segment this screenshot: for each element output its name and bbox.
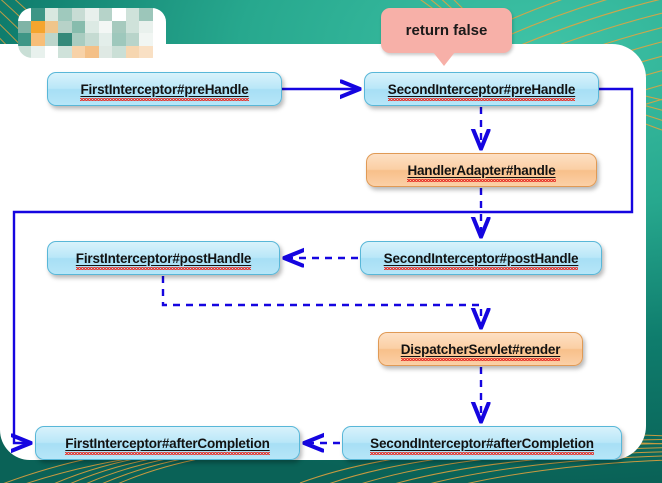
- mosaic-tile: [112, 8, 126, 21]
- mosaic-tile: [18, 33, 32, 46]
- mosaic-tile: [31, 45, 45, 58]
- mosaic-tile: [139, 20, 153, 33]
- node-second-interceptor-prehandle[interactable]: SecondInterceptor#preHandle: [364, 72, 599, 106]
- mosaic-tile: [152, 33, 166, 46]
- node-first-interceptor-posthandle[interactable]: FirstInterceptor#postHandle: [47, 241, 280, 275]
- mosaic-tile: [58, 45, 72, 58]
- mosaic-tile: [85, 8, 99, 21]
- callout-text: return false: [405, 22, 488, 39]
- mosaic-tile: [98, 20, 113, 33]
- node-first-interceptor-aftercompletion[interactable]: FirstInterceptor#afterCompletion: [35, 426, 300, 460]
- node-dispatcher-servlet-render[interactable]: DispatcherServlet#render: [378, 332, 583, 366]
- mosaic-tile: [85, 45, 99, 58]
- node-label: FirstInterceptor#afterCompletion: [65, 435, 271, 455]
- mosaic-tile: [139, 45, 153, 58]
- mosaic-tile: [18, 20, 32, 33]
- mosaic-tile: [152, 8, 166, 21]
- mosaic-tile: [139, 33, 153, 46]
- node-label: SecondInterceptor#preHandle: [387, 81, 576, 101]
- node-label: DispatcherServlet#render: [400, 341, 561, 361]
- mosaic-tile: [85, 20, 99, 33]
- mosaic-tile: [58, 20, 72, 33]
- node-first-interceptor-prehandle[interactable]: FirstInterceptor#preHandle: [47, 72, 282, 106]
- mosaic-tile: [85, 33, 99, 46]
- mosaic-tile: [125, 20, 140, 33]
- mosaic-tile: [18, 8, 32, 21]
- mosaic-tile: [98, 45, 113, 58]
- mosaic-tile: [112, 33, 126, 46]
- mosaic-tile: [58, 8, 72, 21]
- mosaic-tile: [44, 20, 59, 33]
- node-second-interceptor-aftercompletion[interactable]: SecondInterceptor#afterCompletion: [342, 426, 622, 460]
- node-label: FirstInterceptor#postHandle: [75, 250, 252, 270]
- return-false-callout: return false: [381, 8, 512, 66]
- mosaic-tile: [71, 45, 86, 58]
- node-label: HandlerAdapter#handle: [407, 162, 556, 182]
- mosaic-tile: [71, 8, 86, 21]
- mosaic-tile: [31, 20, 45, 33]
- node-label: SecondInterceptor#postHandle: [383, 250, 579, 270]
- mosaic-tile: [44, 45, 59, 58]
- mosaic-tile: [98, 33, 113, 46]
- mosaic-tile: [58, 33, 72, 46]
- mosaic-tile: [31, 33, 45, 46]
- mosaic-tile: [44, 8, 59, 21]
- mosaic-tile: [44, 33, 59, 46]
- node-second-interceptor-posthandle[interactable]: SecondInterceptor#postHandle: [360, 241, 602, 275]
- mosaic-tile: [125, 33, 140, 46]
- mosaic-tile: [125, 8, 140, 21]
- mosaic-tile: [71, 20, 86, 33]
- mosaic-tile: [71, 33, 86, 46]
- mosaic-tile: [112, 45, 126, 58]
- mosaic-tile: [31, 8, 45, 21]
- mosaic-tile: [112, 20, 126, 33]
- mosaic-tile: [98, 8, 113, 21]
- node-label: SecondInterceptor#afterCompletion: [370, 435, 594, 455]
- node-label: FirstInterceptor#preHandle: [80, 81, 249, 101]
- mosaic-tile: [125, 45, 140, 58]
- mosaic-tile: [139, 8, 153, 21]
- mosaic-tile: [152, 20, 166, 33]
- node-handler-adapter-handle[interactable]: HandlerAdapter#handle: [366, 153, 597, 187]
- censored-mosaic-block: [18, 8, 166, 58]
